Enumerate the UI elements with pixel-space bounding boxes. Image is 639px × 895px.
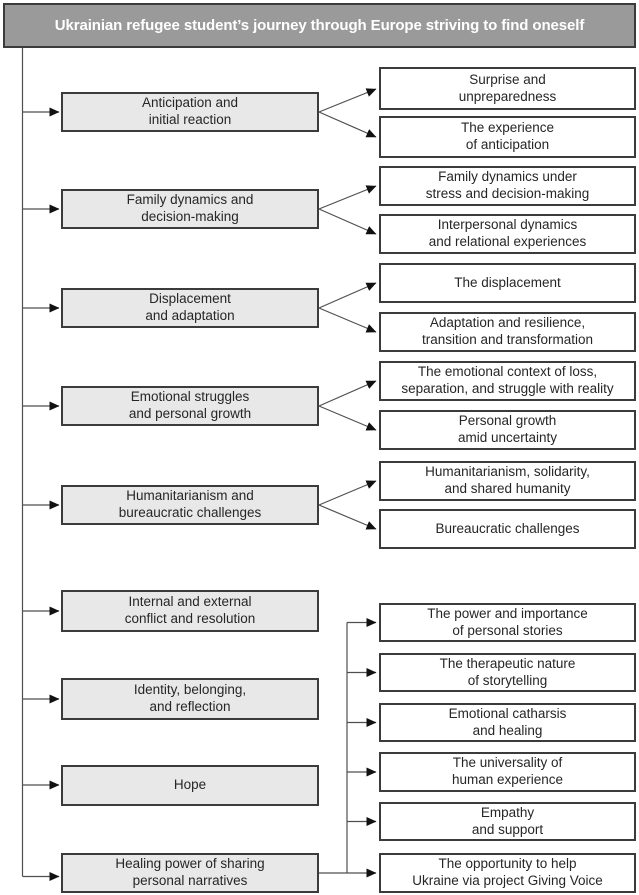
node-therapeutic-nature-of-storytelling: The therapeutic nature of storytelling [379,653,636,692]
node-label: Emotional struggles and personal growth [128,389,252,421]
node-humanitarianism-and-bureaucratic-challenges: Humanitarianism and bureaucratic challen… [61,485,319,525]
node-adaptation-and-resilience: Adaptation and resilience, transition an… [379,312,636,352]
node-label: Surprise and unpreparedness [458,71,557,104]
node-label: The displacement [454,274,561,290]
node-emotional-catharsis-and-healing: Emotional catharsis and healing [379,703,636,742]
node-label: Anticipation and initial reaction [141,95,239,127]
node-power-and-importance-of-personal-stories: The power and importance of personal sto… [379,603,636,642]
node-label: Hope [173,777,207,793]
node-label: Humanitarianism, solidarity, and shared … [425,464,590,496]
node-healing-power-of-sharing-personal-narratives: Healing power of sharing personal narrat… [61,853,319,893]
node-label: Empathy and support [471,804,544,837]
node-label: Bureaucratic challenges [435,520,580,536]
node-emotional-struggles-and-personal-growth: Emotional struggles and personal growth [61,386,319,426]
node-label: The experience of anticipation [460,120,555,152]
node-internal-and-external-conflict-and-resolution: Internal and external conflict and resol… [61,590,319,632]
node-label: The emotional context of loss, separatio… [401,364,614,396]
node-empathy-and-support: Empathy and support [379,802,636,841]
node-surprise-and-unpreparedness: Surprise and unpreparedness [379,67,636,110]
node-label: Family dynamics under stress and decisio… [425,169,590,201]
node-hope: Hope [61,765,319,806]
node-universality-of-human-experience: The universality of human experience [379,752,636,792]
node-label: Family dynamics and decision-making [126,192,254,224]
node-humanitarianism-solidarity-shared-humanity: Humanitarianism, solidarity, and shared … [379,461,636,501]
node-label: Interpersonal dynamics and relational ex… [428,217,587,249]
node-label: The opportunity to help Ukraine via proj… [412,856,603,888]
node-the-experience-of-anticipation: The experience of anticipation [379,116,636,158]
node-label: Emotional catharsis and healing [448,705,567,738]
node-label: Internal and external conflict and resol… [124,594,256,626]
node-the-displacement: The displacement [379,263,636,303]
diagram-title-bar: Ukrainian refugee student’s journey thro… [3,3,636,48]
node-bureaucratic-challenges: Bureaucratic challenges [379,509,636,549]
node-label: Healing power of sharing personal narrat… [115,856,265,888]
node-family-dynamics-and-decision-making: Family dynamics and decision-making [61,189,319,229]
node-anticipation-and-initial-reaction: Anticipation and initial reaction [61,92,319,132]
node-displacement-and-adaptation: Displacement and adaptation [61,288,319,328]
node-label: Personal growth amid uncertainty [457,413,558,445]
node-personal-growth-amid-uncertainty: Personal growth amid uncertainty [379,410,636,450]
diagram-title: Ukrainian refugee student’s journey thro… [54,17,585,34]
node-interpersonal-dynamics-and-relational-experiences: Interpersonal dynamics and relational ex… [379,214,636,254]
node-label: The power and importance of personal sto… [427,605,588,638]
node-emotional-context-of-loss: The emotional context of loss, separatio… [379,361,636,401]
node-family-dynamics-under-stress: Family dynamics under stress and decisio… [379,166,636,206]
node-label: The universality of human experience [451,755,564,787]
node-identity-belonging-and-reflection: Identity, belonging, and reflection [61,678,319,720]
node-label: Identity, belonging, and reflection [133,682,247,714]
node-label: Adaptation and resilience, transition an… [421,315,594,347]
node-label: Humanitarianism and bureaucratic challen… [118,488,262,520]
node-opportunity-to-help-ukraine-giving-voice: The opportunity to help Ukraine via proj… [379,853,636,893]
node-label: The therapeutic nature of storytelling [439,655,576,688]
node-label: Displacement and adaptation [145,291,235,323]
